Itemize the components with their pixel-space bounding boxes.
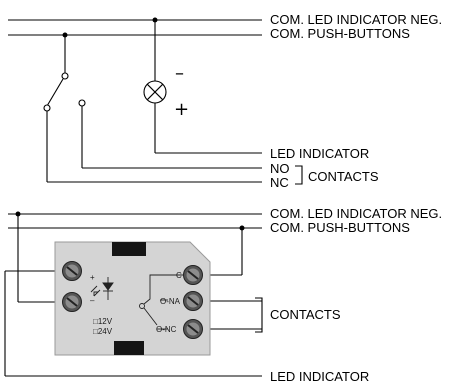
switch-common-terminal [61, 72, 69, 80]
lamp-minus-sign: – [175, 63, 184, 84]
bottom-bus-led-neg-label: COM. LED INDICATOR NEG. [270, 206, 442, 221]
led-diode-icon [90, 277, 114, 300]
screw-terminal-c [183, 265, 203, 285]
screw-terminal-na [183, 291, 203, 311]
screw-terminal-left-top [62, 261, 82, 281]
terminal-c-label: C [176, 271, 182, 280]
screw-terminal-left-bottom [62, 292, 82, 312]
nc-label: NC [270, 175, 289, 190]
module-body [54, 241, 211, 356]
lamp-plus-sign: + [174, 99, 189, 120]
lamp-cross-b [146, 83, 164, 101]
terminal-nc-label: O-NC [156, 325, 177, 334]
switch-nc-terminal [43, 104, 51, 112]
screw-terminal-nc [183, 319, 203, 339]
bottom-contacts-bracket [255, 297, 263, 333]
relay-module [54, 241, 211, 356]
top-led-indicator-label: LED INDICATOR [270, 146, 369, 161]
led-plus-label: + [90, 273, 95, 282]
bottom-led-indicator-label: LED INDICATOR [270, 369, 369, 384]
top-contacts-bracket [295, 165, 303, 185]
top-contacts-label: CONTACTS [308, 169, 379, 184]
no-label: NO [270, 161, 290, 176]
switch-no-terminal [78, 99, 86, 107]
top-bus-led-neg-label: COM. LED INDICATOR NEG. [270, 12, 442, 27]
switch-lever [46, 78, 64, 107]
module-top-slot [112, 242, 146, 256]
top-bus-pushbuttons-label: COM. PUSH-BUTTONS [270, 26, 410, 41]
led-minus-label: – [90, 296, 95, 305]
voltage-12v-label: □12V [93, 317, 113, 326]
bottom-bus-pushbuttons-label: COM. PUSH-BUTTONS [270, 220, 410, 235]
voltage-24v-label: □24V [93, 327, 113, 336]
internal-switch-icon [139, 274, 183, 330]
top-schematic [8, 17, 303, 185]
terminal-na-label: O-NA [160, 297, 181, 306]
bottom-contacts-label: CONTACTS [270, 307, 341, 322]
module-bottom-slot [114, 341, 144, 355]
